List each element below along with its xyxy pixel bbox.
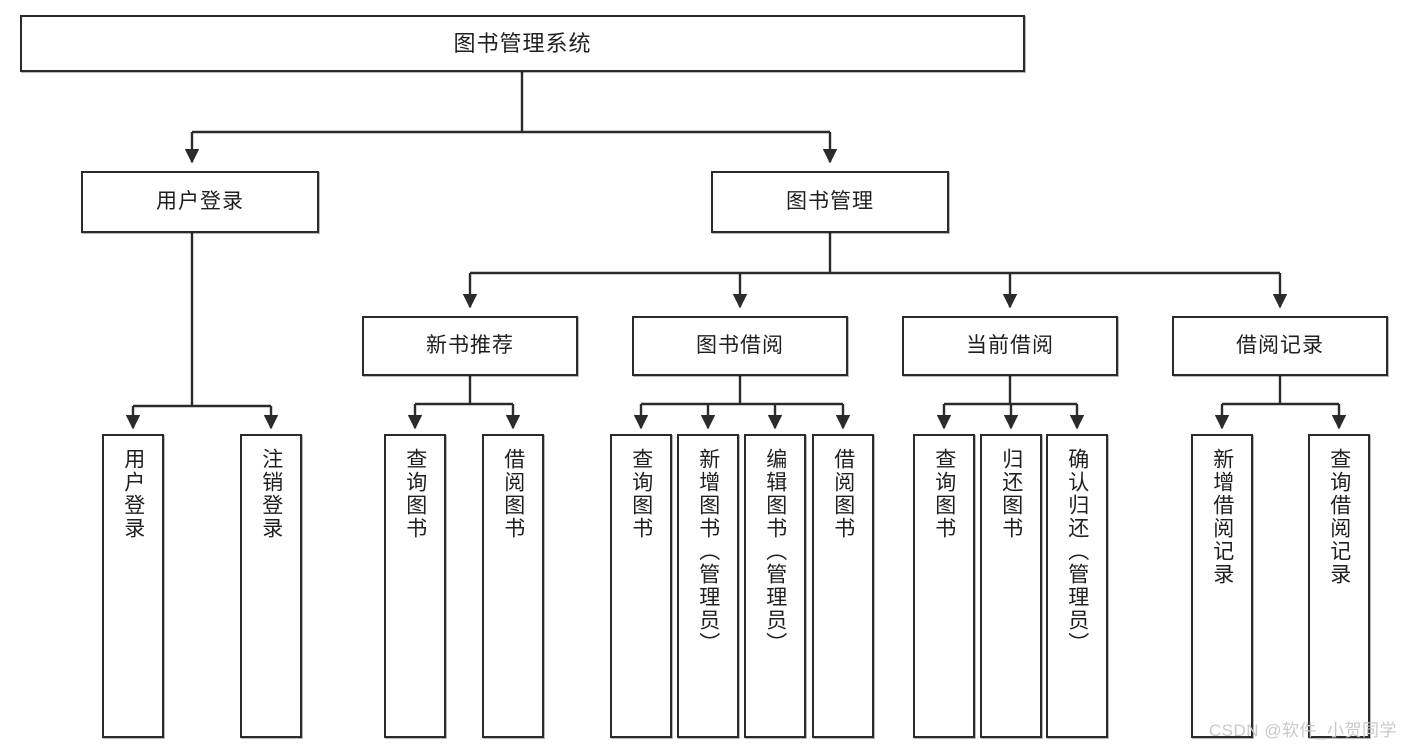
node-leaf-query-book-3-label: 查询图书 [932,448,956,540]
node-leaf-query-book-3[interactable]: 查询图书 [913,434,975,738]
node-leaf-borrow-book-2-label: 借阅图书 [831,448,855,540]
node-root-label: 图书管理系统 [453,30,592,56]
node-user-login-label: 用户登录 [156,189,244,213]
node-leaf-borrow-book-2[interactable]: 借阅图书 [812,434,874,738]
node-leaf-user-login-label: 用户登录 [121,448,145,540]
node-new-book-recommend[interactable]: 新书推荐 [362,316,578,376]
node-leaf-add-record-label: 新增借阅记录 [1210,448,1234,586]
node-leaf-logout-login[interactable]: 注销登录 [240,434,302,738]
node-leaf-query-record-label: 查询借阅记录 [1327,448,1351,586]
node-leaf-borrow-book-1[interactable]: 借阅图书 [482,434,544,738]
node-leaf-confirm-return-label: 确认归还（管理员） [1065,448,1089,655]
node-current-borrow-label: 当前借阅 [966,333,1054,357]
node-leaf-borrow-book-1-label: 借阅图书 [501,448,525,540]
node-book-management-label: 图书管理 [786,189,874,213]
node-leaf-confirm-return[interactable]: 确认归还（管理员） [1046,434,1108,738]
node-leaf-add-book-label: 新增图书（管理员） [696,448,720,655]
node-leaf-edit-book[interactable]: 编辑图书（管理员） [744,434,806,738]
node-leaf-query-book-2-label: 查询图书 [629,448,653,540]
node-current-borrow[interactable]: 当前借阅 [902,316,1118,376]
node-leaf-logout-login-label: 注销登录 [259,448,283,540]
node-book-borrow-label: 图书借阅 [696,333,784,357]
node-leaf-add-record[interactable]: 新增借阅记录 [1191,434,1253,738]
node-leaf-query-book-2[interactable]: 查询图书 [610,434,672,738]
node-leaf-return-book[interactable]: 归还图书 [980,434,1042,738]
node-leaf-return-book-label: 归还图书 [999,448,1023,540]
node-book-borrow[interactable]: 图书借阅 [632,316,848,376]
node-leaf-user-login[interactable]: 用户登录 [102,434,164,738]
node-leaf-edit-book-label: 编辑图书（管理员） [763,448,787,655]
node-borrow-record-label: 借阅记录 [1236,333,1324,357]
node-new-book-recommend-label: 新书推荐 [426,333,514,357]
node-user-login[interactable]: 用户登录 [81,171,319,233]
node-leaf-query-book-1[interactable]: 查询图书 [384,434,446,738]
watermark: CSDN @软件_小贺同学 [1208,721,1397,740]
node-book-management[interactable]: 图书管理 [711,171,949,233]
node-root[interactable]: 图书管理系统 [20,15,1025,72]
node-leaf-query-book-1-label: 查询图书 [403,448,427,540]
node-leaf-query-record[interactable]: 查询借阅记录 [1308,434,1370,738]
node-leaf-add-book[interactable]: 新增图书（管理员） [677,434,739,738]
node-borrow-record[interactable]: 借阅记录 [1172,316,1388,376]
